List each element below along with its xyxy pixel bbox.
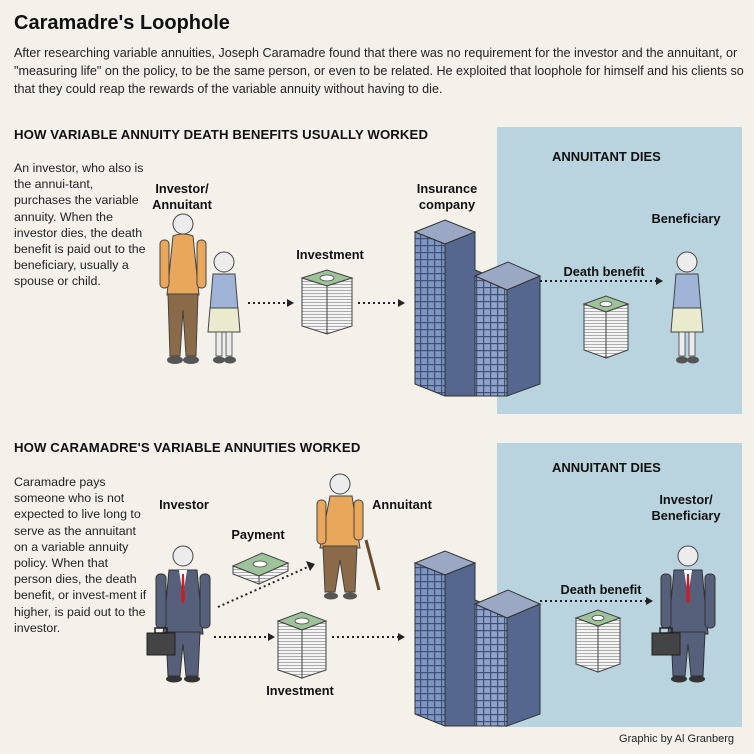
label-investment-2: Investment (266, 683, 334, 698)
payment-money-icon (231, 552, 290, 585)
money-stack-icon (300, 269, 354, 335)
section1-description: An investor, who also is the annui-tant,… (14, 161, 146, 289)
label-insurance-company: Insurance company (416, 181, 478, 212)
money-stack-icon (582, 295, 630, 359)
annuitant-elderly-figure (316, 473, 381, 600)
briefcase-icon (146, 632, 176, 656)
label-death-benefit-1: Death benefit (563, 264, 645, 279)
cane-icon (364, 539, 381, 591)
intro-text: After researching variable annuities, Jo… (14, 46, 744, 96)
insurance-company-building-icon (413, 550, 542, 727)
money-stack-icon (574, 609, 622, 673)
annuitant-dies-panel-1: ANNUITANT DIES (497, 127, 742, 414)
label-investment-1: Investment (296, 247, 364, 262)
section1-heading: HOW VARIABLE ANNUITY DEATH BENEFITS USUA… (14, 127, 429, 142)
label-investor: Investor (159, 497, 209, 512)
insurance-company-building-icon (413, 219, 542, 397)
page-title: Caramadre's Loophole (14, 12, 230, 34)
label-annuitant: Annuitant (372, 497, 432, 512)
graphic-credit: Graphic by Al Granberg (619, 733, 734, 745)
investor-annuitant-man-figure (159, 213, 207, 364)
investor-beneficiary-suit-figure (651, 545, 716, 683)
section2-description: Caramadre pays someone who is not expect… (14, 475, 147, 635)
panel-title-2: ANNUITANT DIES (552, 460, 661, 475)
label-beneficiary: Beneficiary (651, 211, 721, 226)
section2-heading: HOW CARAMADRE'S VARIABLE ANNUITIES WORKE… (14, 440, 361, 455)
beneficiary-figure (670, 251, 704, 364)
label-investor-annuitant: Investor/ Annuitant (152, 181, 212, 212)
investor-suit-figure (146, 545, 211, 683)
money-stack-icon (276, 611, 328, 679)
investor-annuitant-woman-figure (207, 251, 241, 364)
label-investor-beneficiary: Investor/ Beneficiary (651, 492, 721, 523)
panel-title-1: ANNUITANT DIES (552, 149, 661, 164)
label-payment: Payment (231, 527, 285, 542)
briefcase-icon (651, 632, 681, 656)
label-death-benefit-2: Death benefit (560, 582, 642, 597)
payment-arrow (217, 565, 311, 608)
